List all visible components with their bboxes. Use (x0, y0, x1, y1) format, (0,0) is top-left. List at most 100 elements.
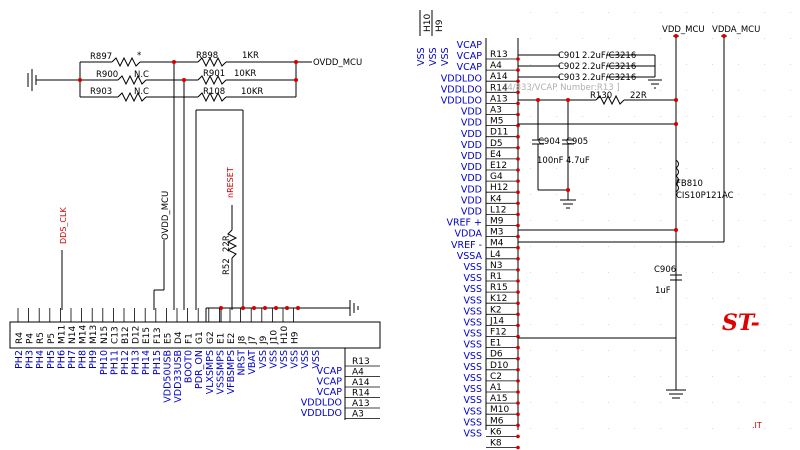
left-pin-number: J10 (269, 330, 279, 345)
corner-pin-number: A4 (352, 368, 364, 378)
left-pin-number: E5 (163, 333, 173, 344)
left-pin-name: PH12 (120, 350, 131, 375)
left-pin-number: E2 (227, 333, 237, 344)
left-pin-number: G1 (195, 331, 205, 344)
r901-ref: R901 (203, 69, 225, 79)
r108-ref: R108 (203, 87, 225, 97)
left-pin-name: VDD33USB (173, 350, 184, 403)
right-pin-dot (516, 379, 520, 383)
left-pin-number: P5 (47, 333, 57, 344)
right-pin-number: F12 (490, 328, 507, 338)
vdd-mcu-net-label: OVDD_MCU (313, 58, 362, 68)
right-pin-number: A3 (490, 106, 502, 116)
left-pin-name: PH4 (35, 350, 46, 369)
right-pin-number: D5 (490, 139, 503, 149)
right-pin-number: R14 (490, 83, 508, 93)
junction-dots-right (536, 34, 726, 232)
right-pin-dot (516, 368, 520, 372)
c904-ref: C904 (538, 137, 560, 147)
right-pin-number: A1 (490, 383, 502, 393)
left-pin-name: VSS (290, 350, 301, 369)
right-pin-number: R13 (490, 50, 508, 60)
right-pin-name: VSS (463, 362, 482, 373)
fb810-ref: FB810 (676, 179, 703, 189)
right-pin-name: VSS (463, 295, 482, 306)
right-pin-dot (516, 234, 520, 239)
right-pin-number: K6 (490, 427, 502, 437)
right-pin-number: K8 (490, 439, 502, 449)
left-pin-number: B12 (121, 326, 131, 344)
right-pin-number: A4 (490, 61, 502, 71)
right-pin-number: K2 (490, 305, 502, 315)
left-pin-name: PH5 (46, 350, 57, 369)
dds-clk-net-label: DDS_CLK (59, 207, 68, 244)
left-schematic: R897 * R898 1KR R900 N.C R901 10KR R903 … (9, 51, 381, 420)
right-pin-number: J14 (489, 316, 504, 326)
right-pin-numbers: R13A4A14R14A13A3M5D11D5E4E12G4H12K4L12M9… (489, 50, 509, 449)
left-pin-name: PH3 (25, 350, 36, 369)
right-pin-number: R1 (490, 272, 502, 282)
right-pin-name: VSS (463, 417, 482, 428)
right-pin-number: M9 (490, 217, 504, 227)
r897-ref: R897 (90, 52, 112, 62)
right-pin-name: VDDLDO (441, 73, 482, 84)
right-pin-dot (516, 68, 520, 72)
right-pin-name: VSS (463, 262, 482, 273)
right-pin-dot (516, 223, 520, 228)
corner-pin-name: VCAP (317, 387, 343, 398)
right-pin-name: VSS (463, 406, 482, 417)
r108-value: 10KR (241, 87, 263, 97)
vdda-mcu-label: VDDA_MCU (712, 25, 760, 35)
left-pin-number: J9 (259, 335, 269, 345)
corner-pin-name: VCAP (317, 366, 343, 377)
left-pin-name: PH9 (88, 350, 99, 369)
right-pin-dot (516, 445, 520, 450)
right-pin-name: VSS (463, 340, 482, 351)
r897-value: * (137, 51, 141, 61)
right-pin-dot (516, 323, 520, 328)
r901-value: 10KR (234, 69, 256, 79)
left-pin-name: PH6 (56, 350, 67, 369)
corner-pin-name: VDDLDO (301, 398, 342, 409)
grey-annotation: [4/833/VCAP Number:R13 ] (504, 83, 620, 93)
right-pin-name: VCAP (457, 40, 483, 51)
right-pin-name: VSS (463, 384, 482, 395)
right-pin-dot (516, 146, 520, 150)
left-pin-name: BOOT0 (184, 350, 195, 383)
right-pin-name: VDD (461, 107, 482, 118)
right-pin-dot (516, 390, 520, 394)
right-pin-dot (516, 412, 520, 417)
left-pin-name: VSSSMPS (215, 350, 226, 395)
right-pin-name: VDD (461, 207, 482, 218)
right-pin-number: L4 (490, 250, 501, 260)
right-pin-dot (516, 190, 520, 194)
r903-ref: R903 (90, 87, 112, 97)
left-pin-number: F1 (185, 333, 195, 344)
junction-dots-left (78, 60, 300, 310)
left-pin-name: VSS (311, 350, 322, 369)
r900-ref: R900 (96, 70, 118, 80)
right-pin-dot (516, 312, 520, 317)
left-pin-name: VFBSMPS (226, 350, 237, 394)
right-pin-dot (516, 345, 520, 350)
left-pin-name: PH8 (78, 350, 89, 369)
c901-ref: C901 (558, 51, 580, 61)
c906-ref: C906 (654, 265, 676, 275)
left-pin-number: E15 (142, 327, 152, 344)
right-pin-number: D11 (490, 128, 508, 138)
left-pin-number: R5 (36, 332, 46, 344)
right-pin-names: VCAPVCAPVCAPVDDLDOVDDLDOVDDLDOVDDVDDVDDV… (441, 40, 483, 440)
right-pin-name: VDD (461, 151, 482, 162)
left-pin-name: PH15 (152, 350, 163, 375)
r52-ref: R52 (222, 258, 232, 275)
left-pin-name: VSS (268, 350, 279, 369)
right-pin-dot (516, 134, 520, 139)
c905-value: 4.7uF (566, 156, 590, 166)
corner-pin-number: R14 (352, 389, 370, 399)
r52-value: 22R (222, 235, 232, 252)
top-vss-2: VSS (428, 47, 439, 66)
left-pin-number: R4 (15, 332, 25, 344)
right-pin-name: VSS (463, 329, 482, 340)
r898-value: 1KR (242, 51, 259, 61)
